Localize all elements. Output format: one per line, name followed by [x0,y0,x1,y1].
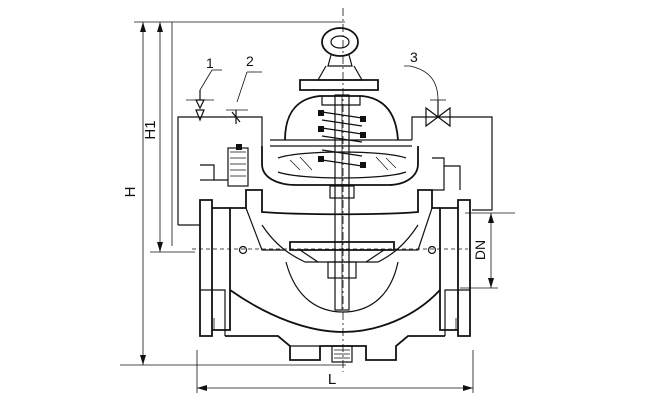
callout-1: 1 [199,55,222,91]
callout-1-label: 1 [206,55,214,71]
valve-body [199,189,471,363]
valve-stem [329,94,355,311]
callout-3: 3 [404,49,439,101]
left-fitting [200,144,249,187]
dim-h1-label: H1 [142,120,159,139]
right-pilot-tubing [411,99,493,211]
dim-h-label: H [122,187,139,198]
right-connection [432,157,461,191]
dim-l-label: L [328,371,336,388]
dimension-l: L [196,350,474,393]
dimension-h1: H1 [142,22,195,253]
callout-2-label: 2 [246,53,254,69]
dim-dn-label: DN [472,240,488,260]
left-pilot-tubing [177,90,263,226]
callout-3-label: 3 [410,49,418,65]
dimension-dn: DN [460,212,515,289]
dimension-h: H [120,21,346,366]
diaphragm-chamber [261,146,419,186]
bonnet [270,79,412,147]
lifting-eye [316,27,364,81]
callout-2: 2 [236,53,262,103]
